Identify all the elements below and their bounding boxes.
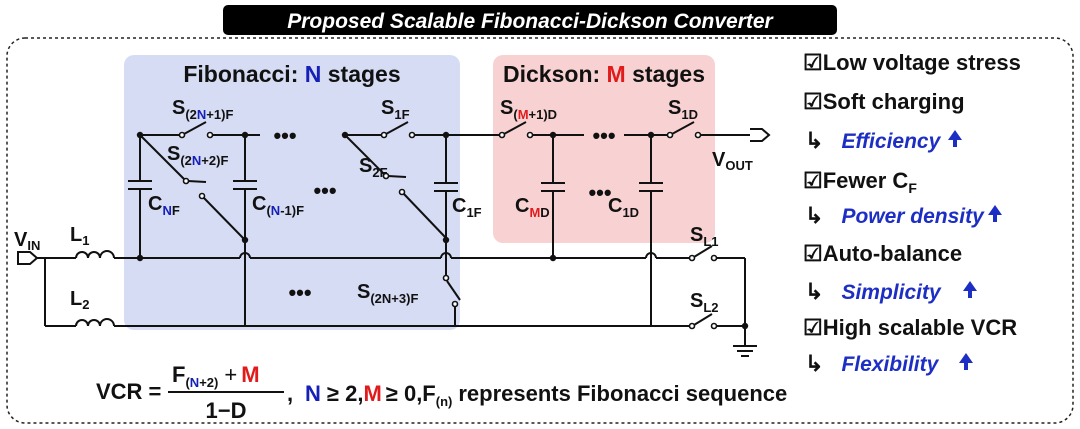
feature-list: ☑Low voltage stress ☑Soft charging ↳Effi…	[803, 50, 1021, 376]
feature-item: ☑Low voltage stress	[803, 50, 1021, 75]
feature-item: ☑High scalable VCR	[803, 315, 1017, 340]
formula-conditions: N≥ 2,M≥ 0,F(n)represents Fibonacci seque…	[305, 381, 787, 409]
benefit-item: ↳Efficiency	[805, 128, 942, 153]
feature-item: ☑Soft charging	[803, 89, 965, 114]
vout-label: VOUT	[712, 149, 753, 173]
switch-s1f-label: S1F	[381, 97, 410, 122]
junction-dots	[136, 131, 749, 330]
formula-denominator: 1−D	[206, 398, 247, 423]
dickson-block	[493, 55, 715, 243]
cap-cnf-label: CNF	[148, 193, 180, 218]
up-arrow-icon	[948, 130, 962, 147]
outer-frame	[6, 37, 1074, 424]
up-arrow-icon	[963, 281, 977, 298]
cap-c1d-label: C1D	[608, 195, 639, 220]
switch-s2n1f-label: S(2N+1)F	[172, 97, 233, 122]
inductor-l2	[75, 318, 115, 327]
title-banner	[223, 5, 837, 35]
cap-cmd-label: CMD	[515, 195, 550, 220]
benefit-item: ↳Flexibility	[805, 351, 940, 376]
wire-crossings	[239, 252, 657, 326]
ellipsis-bottom-fib: •••	[288, 280, 311, 305]
vin-label: VIN	[14, 229, 40, 253]
up-arrow-icon	[988, 205, 1002, 222]
benefit-item: ↳Power density	[805, 203, 985, 228]
circuit-wires	[40, 134, 755, 346]
vcr-formula: VCR = F(N+2)+M 1−D , N≥ 2,M≥ 0,F(n)repre…	[96, 362, 787, 423]
switch-sl1-label: SL1	[690, 224, 719, 249]
benefit-item: ↳Simplicity	[805, 279, 942, 304]
switches	[178, 121, 718, 330]
up-arrow-icon	[959, 353, 973, 370]
switch-sl2-label: SL2	[690, 290, 719, 315]
switch-s2n2f-label: S(2N+2)F	[167, 143, 228, 168]
inductor-l1	[75, 250, 115, 259]
ellipsis-top-fib: •••	[273, 123, 296, 148]
fibonacci-block-label: Fibonacci: N stages	[183, 61, 400, 87]
cap-cn1f-label: C(N-1)F	[252, 193, 304, 218]
l2-label: L2	[70, 288, 89, 312]
fibonacci-block	[124, 55, 460, 330]
switch-s2n3f-label: S(2N+3)F	[357, 281, 418, 306]
ellipsis-mid-dickson: •••	[588, 180, 611, 205]
l1-label: L1	[70, 224, 89, 248]
cap-c1f-label: C1F	[452, 195, 482, 220]
ellipsis-top-dickson: •••	[592, 123, 615, 148]
feature-item: ☑Fewer CF	[803, 168, 917, 196]
ellipsis-mid-fib: •••	[313, 178, 336, 203]
formula-lhs: VCR =	[96, 379, 161, 404]
vin-terminal	[17, 251, 39, 265]
page-title: Proposed Scalable Fibonacci-Dickson Conv…	[287, 10, 774, 33]
ground-symbol	[733, 345, 757, 357]
capacitors	[128, 180, 663, 192]
feature-item: ☑Auto-balance	[803, 241, 962, 266]
vout-terminal	[750, 128, 771, 142]
switch-s2f-label: S2F	[359, 155, 388, 180]
formula-numerator: F(N+2)+M	[172, 362, 260, 390]
switch-sm1d-label: S(M+1)D	[500, 97, 557, 122]
dickson-block-label: Dickson: M stages	[503, 61, 705, 87]
formula-separator: ,	[287, 381, 293, 406]
switch-s1d-label: S1D	[668, 97, 698, 122]
